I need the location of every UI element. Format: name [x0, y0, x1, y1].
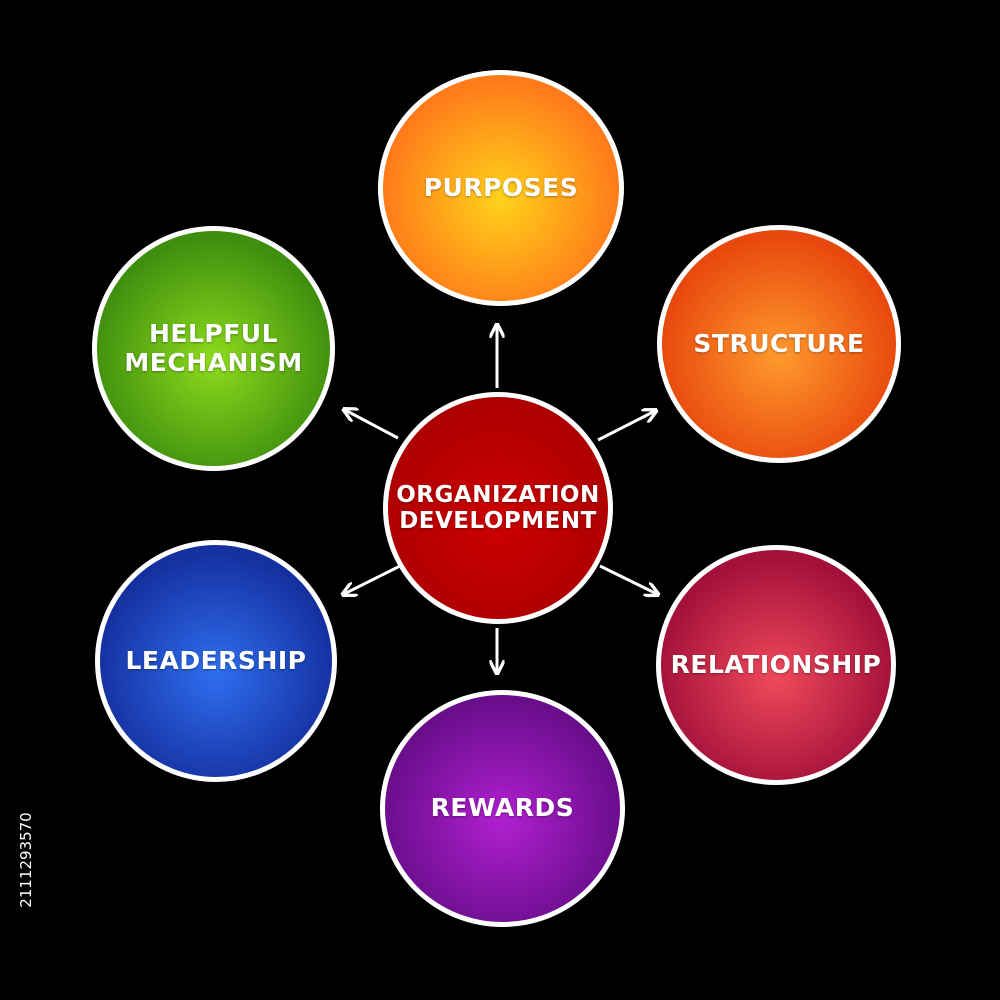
stock-id-watermark: 2111293570	[17, 812, 35, 908]
helpful-mechanism-node: HELPFUL MECHANISM	[92, 226, 335, 471]
structure-node: STRUCTURE	[657, 225, 901, 463]
relationship-label: RELATIONSHIP	[670, 649, 882, 679]
arrow-to-relationship	[599, 564, 657, 594]
arrow-to-structure	[597, 411, 655, 442]
relationship-node: RELATIONSHIP	[656, 545, 896, 785]
center-node: ORGANIZATION DEVELOPMENT	[383, 392, 613, 624]
purposes-label: PURPOSES	[423, 172, 579, 202]
structure-label: STRUCTURE	[693, 328, 865, 358]
rewards-label: REWARDS	[430, 793, 575, 823]
arrow-to-leadership	[344, 564, 401, 594]
leadership-label: LEADERSHIP	[125, 645, 307, 675]
helpful-mechanism-label: HELPFUL MECHANISM	[124, 318, 303, 377]
center-label: ORGANIZATION DEVELOPMENT	[396, 481, 600, 534]
purposes-node: PURPOSES	[378, 70, 624, 306]
arrow-to-helpful	[345, 410, 399, 440]
rewards-node: REWARDS	[380, 690, 625, 927]
leadership-node: LEADERSHIP	[95, 540, 337, 782]
